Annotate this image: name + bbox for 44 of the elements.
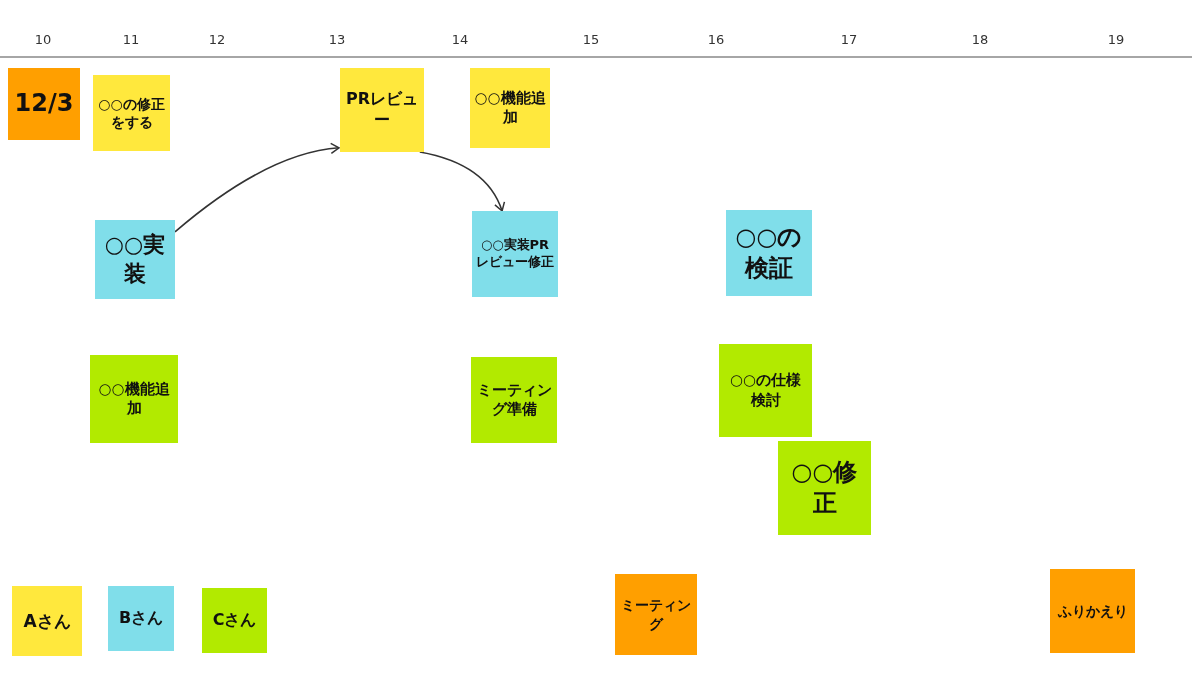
- timeline-hour-label: 10: [34, 32, 52, 47]
- sticky-note: [472, 211, 558, 297]
- sticky-note: [778, 441, 871, 535]
- sticky-note: [12, 586, 82, 656]
- note-text: ○○の修正をする: [97, 94, 166, 132]
- note-text: ○○の仕様検討: [728, 371, 803, 410]
- sticky-note: [93, 75, 170, 151]
- note-text: ○○機能追加: [474, 88, 546, 128]
- sticky-note: [726, 210, 812, 296]
- timeline-hour-label: 11: [122, 32, 140, 47]
- note-text: ふりかえり: [1057, 601, 1128, 621]
- sticky-note: [108, 586, 174, 651]
- timeline-hour-label: 19: [1107, 32, 1125, 47]
- sticky-note: [1050, 569, 1135, 653]
- note-text: ○○の検証: [734, 221, 804, 284]
- timeline-hour-label: 17: [840, 32, 858, 47]
- sticky-note: [340, 68, 424, 152]
- note-text: ○○実装PRレビュー修正: [476, 237, 554, 271]
- sticky-note: [719, 344, 812, 437]
- note-text: Bさん: [118, 608, 164, 629]
- sticky-note: [202, 588, 267, 653]
- sticky-note: [615, 574, 697, 655]
- note-text: 12/3: [14, 88, 74, 120]
- sticky-note: [471, 357, 557, 443]
- sticky-note: [470, 68, 550, 148]
- note-text: ミーティング準備: [475, 380, 553, 420]
- timeline-hour-label: 15: [582, 32, 600, 47]
- timeline-hour-label: 13: [328, 32, 346, 47]
- timeline-hour-label: 16: [707, 32, 725, 47]
- sticky-note: [90, 355, 178, 443]
- note-text: ○○修正: [790, 456, 859, 519]
- timeline-hour-label: 14: [451, 32, 469, 47]
- timeline-hour-label: 12: [208, 32, 226, 47]
- hand-drawn-arrow: [419, 151, 505, 212]
- sticky-note: [95, 220, 175, 299]
- note-text: ○○機能追加: [97, 379, 171, 419]
- timeline-hour-label: 18: [971, 32, 989, 47]
- sticky-note: [8, 68, 80, 140]
- note-text: PRレビュー: [344, 89, 419, 131]
- note-text: Aさん: [23, 609, 71, 633]
- hand-drawn-arrow: [174, 142, 340, 233]
- note-text: Cさん: [212, 610, 257, 631]
- note-text: ○○実装: [103, 230, 167, 288]
- note-text: ミーティング: [620, 596, 692, 633]
